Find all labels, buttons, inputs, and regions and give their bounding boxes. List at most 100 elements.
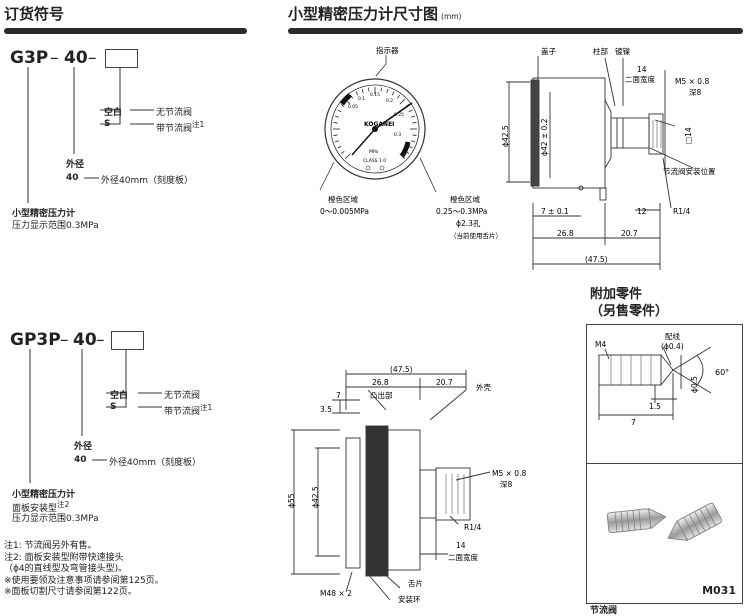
valve-drawing: M4 配线 (ϕ0.4) ϕ0.5 1.5 7 60° <box>595 331 729 427</box>
orange-zone-1-range: 0～0.005MPa <box>320 207 369 216</box>
gauge-tick <box>412 122 417 124</box>
gauge-scale-label: 0.25 <box>394 112 404 118</box>
gauge-brand: KOGANEI <box>364 121 394 128</box>
panel-d425: ϕ42.5 <box>311 486 320 508</box>
code2-product-sub2: 压力显示范围0.3MPa <box>12 514 99 524</box>
hole-note: （当前使用舌片） <box>450 231 502 240</box>
panel-m5: M5 × 0.8 <box>492 469 526 478</box>
code1-dash2: – <box>88 48 97 68</box>
code2-leader-lines <box>29 349 162 483</box>
orange-zone-1-title: 橙色区域 <box>328 194 358 204</box>
gauge-tick <box>333 122 338 124</box>
m5-label: M5 × 0.8 <box>675 77 709 86</box>
code2-blank-label: 空白 <box>110 391 129 401</box>
panel-boss: 凸出部 <box>370 390 393 400</box>
across-label: 二面宽度 <box>625 74 655 84</box>
code2-size-label: 外径 <box>74 442 93 452</box>
across-14: 14 <box>637 65 647 74</box>
code1-blank-desc: 无节流阀 <box>156 108 193 118</box>
pointer-label: 指示器 <box>376 45 399 55</box>
cap-label: 盖子 <box>541 46 556 56</box>
code1-blank-label: 空白 <box>104 108 123 118</box>
notes: 注1: 节流阀另外有售。 注2: 面板安装型附带快速接头 （ϕ4的直线型及弯管接… <box>4 541 164 599</box>
gauge-tick <box>412 134 417 136</box>
title-bar-right <box>288 28 743 34</box>
code1-size-label: 外径 <box>66 160 85 170</box>
gauge-scale-label: 0.15 <box>370 92 380 98</box>
title-bar-left <box>4 28 247 34</box>
gauge-tick <box>334 115 339 118</box>
acc-d15: 1.5 <box>649 402 661 411</box>
panel-d14: 14 <box>456 541 466 550</box>
gauge-scale-label: 0.2 <box>386 98 393 104</box>
accessory-box: M4 配线 (ϕ0.4) ϕ0.5 1.5 7 60° M031 <box>586 324 743 604</box>
panel-depth: 深8 <box>500 480 512 489</box>
d7-label: 7 ± 0.1 <box>541 207 569 216</box>
gauge-tick <box>333 134 338 136</box>
d12-label: 12 <box>637 207 647 216</box>
gauge-tick <box>368 87 370 92</box>
note-line: 注2: 面板安装型附带快速接头 <box>4 552 124 563</box>
gauge-tick <box>411 140 416 143</box>
panel-d55: ϕ55 <box>287 493 296 508</box>
d475-label: (47.5) <box>585 255 608 264</box>
acc-d7: 7 <box>631 418 636 427</box>
gauge-tick <box>361 88 364 93</box>
gauge-tick <box>337 145 342 149</box>
d207-label: 20.7 <box>621 229 638 238</box>
note-line: （ϕ4的直线型及弯管接头型)。 <box>4 564 128 574</box>
code2-size-code: 40 <box>74 455 87 465</box>
valve-photo <box>606 502 723 542</box>
gauge-tick <box>340 151 345 155</box>
acc-d05: ϕ0.5 <box>690 376 699 393</box>
gauge-scale-label: 0.1 <box>358 96 365 102</box>
panel-d35: 3.5 <box>320 405 332 414</box>
plating-label: 镀镍 <box>615 46 630 56</box>
code2-blank-desc: 无节流阀 <box>164 391 201 401</box>
panel-d475: (47.5) <box>390 365 413 374</box>
code2-size: 40 <box>73 330 97 350</box>
gauge-scale-label: 0.05 <box>348 104 358 110</box>
gauge-tick <box>380 87 382 92</box>
sq14-label: □14 <box>684 127 693 144</box>
valve-pos-label: 节流阀安装位置 <box>663 166 716 176</box>
order-code-title: 订货符号 <box>4 5 65 23</box>
gauge-tick <box>386 88 389 93</box>
panel-d7: 7 <box>336 391 341 400</box>
accessory-divider <box>587 463 742 464</box>
code2-size-desc: 外径40mm（刻度板） <box>109 458 201 468</box>
code2-dash2: – <box>96 330 105 350</box>
gauge-tick <box>355 91 359 96</box>
code1-s-desc: 带节流阀注1 <box>156 120 205 134</box>
code1-leader-lines <box>27 67 154 203</box>
gauge-side-view: 盖子 柱部 镀镍 14 二面宽度 M5 × 0.8 深8 □14 节流阀安装位置… <box>501 46 716 270</box>
code1-size-code: 40 <box>66 173 79 183</box>
accessory-caption: 节流阀 <box>590 606 618 616</box>
code2-dash1: – <box>60 330 69 350</box>
gauge-tick <box>408 109 413 113</box>
code2-s-desc: 带节流阀注1 <box>164 403 213 417</box>
gauge-tick <box>334 140 339 143</box>
gauge-tick <box>391 91 395 96</box>
note-line: ※使用要领及注意事项请参阅第125页。 <box>4 575 164 586</box>
gauge-scale-label: 0.3 <box>394 132 401 138</box>
gauge-tick <box>337 109 342 113</box>
pillar-label: 柱部 <box>593 46 608 56</box>
code2-product-sub1: 面板安装型注2 <box>12 500 70 514</box>
code1-model: G3P <box>10 48 49 68</box>
r14-label: R1/4 <box>673 207 691 216</box>
note-line: ※面板切割尺寸请参阅第122页。 <box>4 587 137 597</box>
code1-size-desc: 外径40mm（刻度板） <box>101 176 193 186</box>
code1-product-sub: 压力显示范围0.3MPa <box>12 221 99 231</box>
panel-r14: R1/4 <box>464 523 482 532</box>
panel-d268: 26.8 <box>372 378 389 387</box>
orange-zone-2-range: 0.25～0.3MPa <box>436 207 487 216</box>
d268-label: 26.8 <box>557 229 574 238</box>
panel-shell: 外壳 <box>476 382 491 392</box>
gauge-tick <box>399 99 405 105</box>
acc-angle: 60° <box>715 368 729 377</box>
orange-zone-2-title: 橙色区域 <box>450 194 480 204</box>
code1-dash1: – <box>50 48 59 68</box>
panel-mount-view: (47.5) 26.8 20.7 7 凸出部 3.5 外壳 ϕ55 ϕ42.5 … <box>287 365 526 604</box>
panel-ring: 安装环 <box>398 594 421 604</box>
